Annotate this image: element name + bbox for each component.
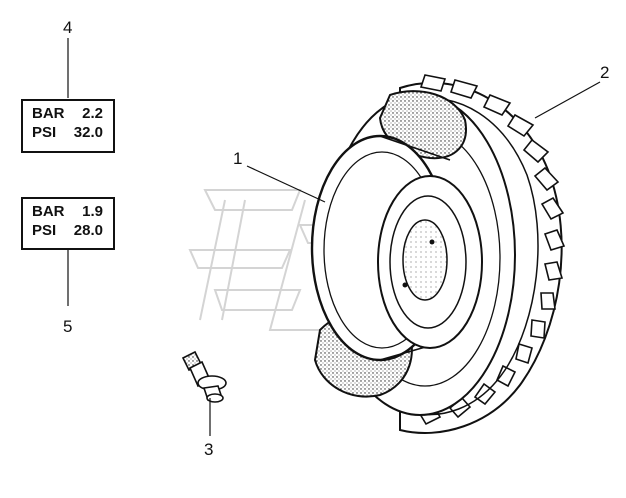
callout-valve: 3 — [204, 440, 214, 459]
psi-row: PSI 32.0 — [32, 123, 113, 142]
callout-label-front: 4 — [63, 18, 73, 37]
bar-unit: BAR — [32, 105, 65, 122]
rim — [310, 134, 483, 362]
bar-row: BAR 1.9 — [32, 202, 113, 221]
callout-tire: 2 — [600, 63, 610, 82]
bar-value: 2.2 — [82, 105, 103, 122]
valve — [181, 350, 227, 403]
callout-rim: 1 — [233, 149, 243, 168]
pressure-label-rear: BAR 1.9 PSI 28.0 — [21, 197, 115, 250]
psi-unit: PSI — [32, 124, 57, 141]
bar-unit: BAR — [32, 203, 65, 220]
psi-row: PSI 28.0 — [32, 221, 113, 240]
bar-value: 1.9 — [82, 203, 103, 220]
psi-value: 28.0 — [73, 222, 103, 239]
psi-value: 32.0 — [73, 124, 103, 141]
pressure-label-front: BAR 2.2 PSI 32.0 — [21, 99, 115, 153]
callout-label-rear: 5 — [63, 317, 73, 336]
leader-lines — [67, 38, 601, 436]
bar-row: BAR 2.2 — [32, 104, 113, 123]
psi-unit: PSI — [32, 222, 57, 239]
